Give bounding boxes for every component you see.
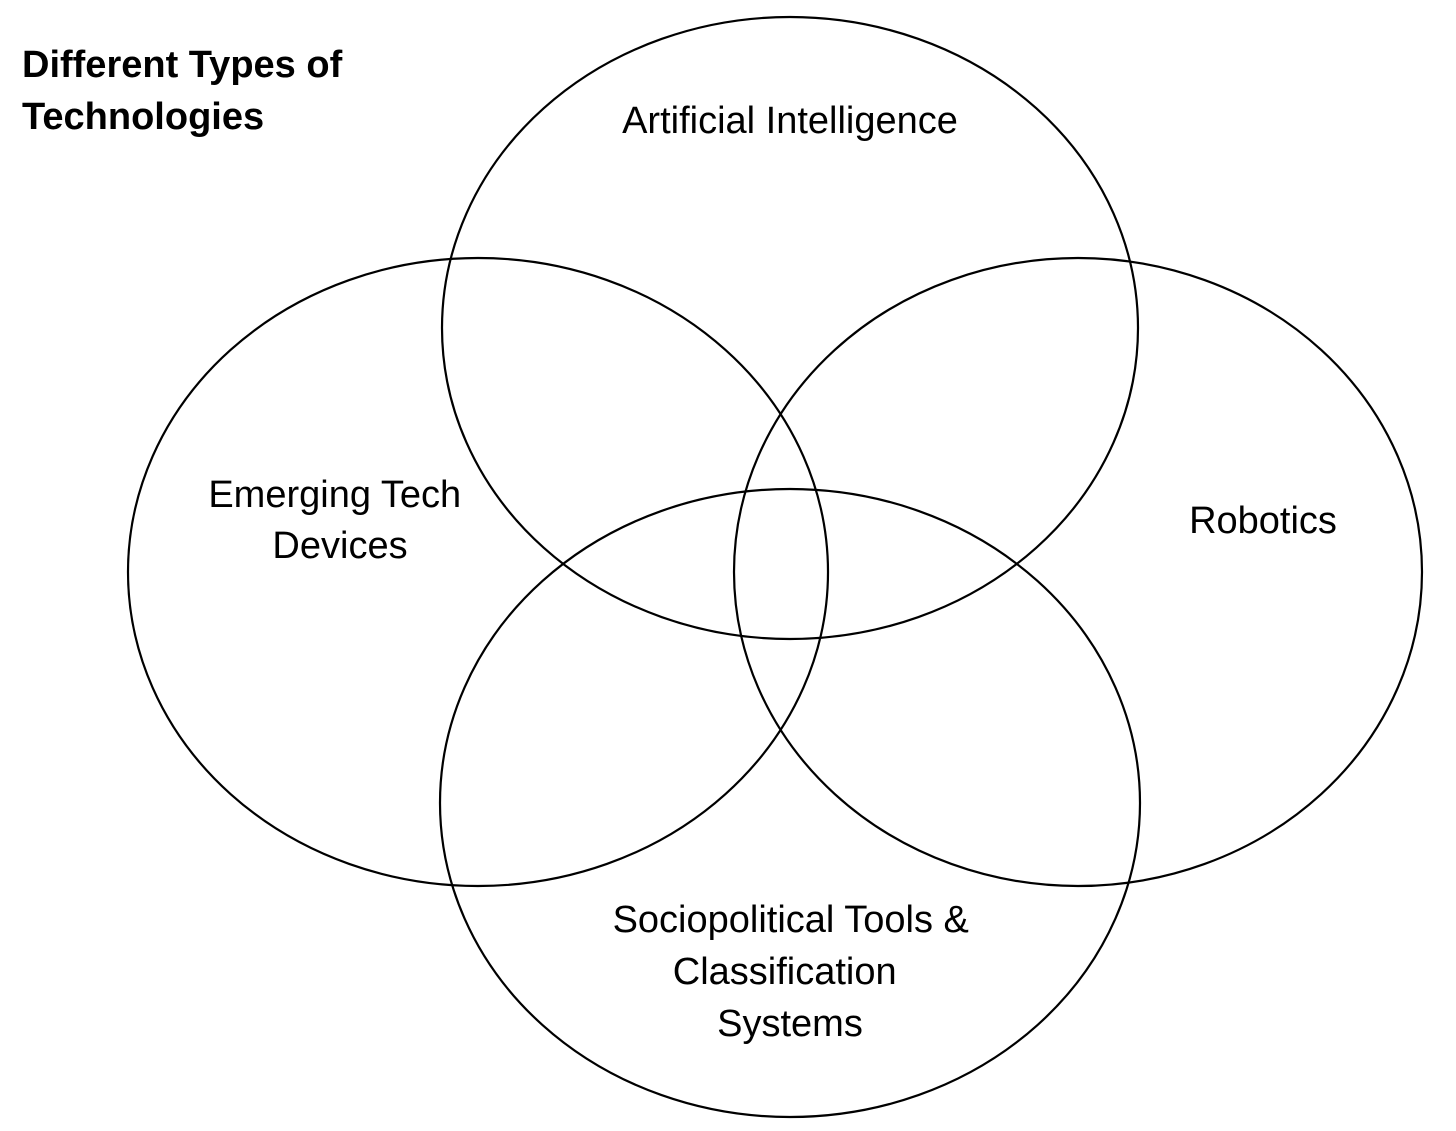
diagram-title-line-1: Different Types of (22, 44, 343, 86)
diagram-title-line-2: Technologies (22, 96, 264, 138)
set-label-artificial-intelligence: Artificial Intelligence (622, 100, 958, 142)
set-ellipse-emerging-tech-devices (126, 256, 830, 888)
set-label-sociopolitical-tools: Sociopolitical Tools & Classification Sy… (613, 899, 980, 1045)
set-ellipse-sociopolitical-tools (438, 487, 1142, 1119)
set-ellipse-robotics (732, 256, 1424, 888)
set-label-robotics-line-1: Robotics (1189, 500, 1337, 542)
set-label-emerging-tech-devices: Emerging Tech Devices (208, 474, 471, 567)
set-label-sociopolitical-tools-line-3: Systems (717, 1003, 863, 1045)
set-label-robotics: Robotics (1189, 500, 1337, 542)
set-label-emerging-tech-devices-line-1: Emerging Tech (208, 474, 461, 516)
diagram-title: Different Types of Technologies (22, 44, 346, 138)
set-ellipse-artificial-intelligence (440, 15, 1140, 641)
set-label-sociopolitical-tools-line-1: Sociopolitical Tools & (613, 899, 969, 941)
set-label-artificial-intelligence-line-1: Artificial Intelligence (622, 100, 958, 142)
set-label-sociopolitical-tools-line-2: Classification (673, 951, 897, 993)
set-label-emerging-tech-devices-line-2: Devices (272, 525, 407, 567)
